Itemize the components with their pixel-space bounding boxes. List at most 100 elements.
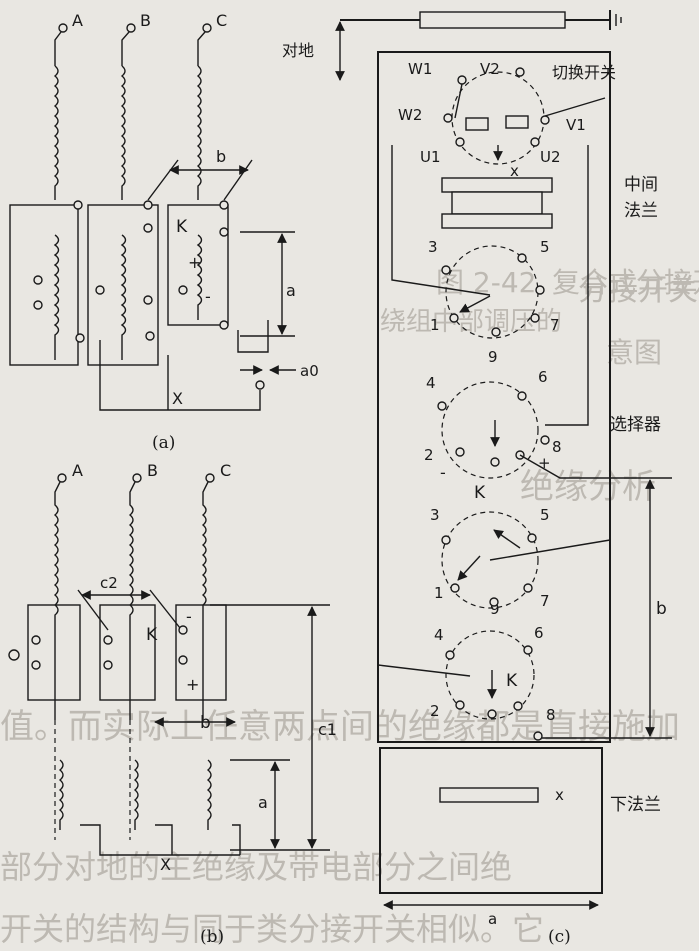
diagram-a: A B C b K	[9, 11, 319, 453]
contact-a-3	[33, 300, 43, 310]
label-dim-a: a	[286, 281, 296, 300]
contact-v1	[540, 115, 550, 125]
s1-c5	[491, 327, 501, 337]
terminal-a-b	[57, 473, 67, 483]
winding-c-upper	[196, 65, 202, 200]
terminal-c	[202, 23, 212, 33]
winding-b-b	[128, 481, 136, 720]
tap-1: 1	[430, 316, 440, 334]
label-dim-b: b	[216, 147, 226, 166]
tap-winding-c	[196, 234, 203, 320]
label-k: K	[176, 217, 188, 237]
tap-1b: 1	[434, 584, 444, 602]
s2-c5	[490, 457, 500, 467]
contact-u1	[455, 137, 465, 147]
tap-5b: 5	[540, 506, 550, 524]
switch-arm-c	[223, 159, 253, 201]
diagram-b: A B C c2 K - + b X	[8, 461, 337, 947]
tap-7: 7	[550, 316, 560, 334]
tap-8: 8	[552, 438, 562, 456]
label-b-b: B	[147, 461, 158, 480]
ghost-line-5: 绝缘分析	[520, 467, 656, 507]
label-dim-c2: c2	[100, 574, 118, 592]
label-k-c1: K	[474, 483, 486, 503]
s2-c1	[437, 401, 447, 411]
tap-9b: 9	[490, 600, 500, 618]
tap-4: 4	[426, 374, 436, 392]
diagram-c: 对地 W1 V2 切换开关 W2 V1 U1 U2 x 中间 法兰 3	[282, 10, 672, 947]
contact-a-2	[33, 275, 43, 285]
s4-c1	[445, 650, 455, 660]
s2-out	[519, 454, 672, 479]
neutral-link-c	[237, 320, 269, 353]
lower-flange-frame	[379, 747, 603, 894]
s3-c5	[523, 583, 533, 593]
s2-c2	[517, 391, 527, 401]
label-dim-c1: c1	[318, 720, 337, 739]
contact-b-b2	[103, 660, 113, 670]
contact-b-a2	[31, 660, 41, 670]
tap-4b: 4	[434, 626, 444, 644]
s4-c5	[513, 701, 523, 711]
label-dim-a-b: a	[258, 793, 268, 812]
label-dim-a-c: a	[488, 910, 497, 928]
s1-c1	[441, 265, 451, 275]
label-changeover: 切换开关	[552, 63, 616, 82]
resistor-1	[465, 117, 489, 131]
label-x-mid: x	[510, 162, 519, 180]
contact-b-3	[143, 223, 153, 233]
ghost-fig-ref: 图 2-42	[436, 266, 536, 299]
contact-b-a1	[31, 635, 41, 645]
label-dim-a0: a0	[300, 362, 319, 380]
contact-b-4	[143, 295, 153, 305]
label-w2: W2	[398, 106, 422, 124]
neutral-bus-b	[80, 824, 240, 856]
contact-c-1	[219, 200, 229, 210]
label-u1: U1	[420, 148, 441, 166]
lead-u1	[391, 145, 491, 296]
winding-a-upper	[53, 65, 59, 200]
terminal-b	[126, 23, 136, 33]
s4-c3	[455, 700, 465, 710]
s3-c2	[527, 533, 537, 543]
label-u2: U2	[540, 148, 561, 166]
s1-c2	[517, 253, 527, 263]
s3-arm-2	[457, 555, 481, 581]
lead-b	[121, 31, 130, 66]
winding-b-upper	[120, 65, 126, 200]
label-minus-b: -	[186, 607, 192, 626]
terminal-c-b	[205, 473, 215, 483]
contact-w2	[443, 113, 453, 123]
label-plus-b: +	[186, 675, 199, 694]
lead-a	[54, 31, 62, 66]
contact-x	[255, 380, 265, 390]
caption-c: (c)	[548, 927, 571, 947]
contact-u2	[530, 137, 540, 147]
tap-3b: 3	[430, 506, 440, 524]
label-neutral: X	[172, 389, 183, 408]
minus-c: -	[440, 463, 446, 482]
tap-9: 9	[488, 348, 498, 366]
contact-a-1	[73, 200, 83, 210]
s1-arm	[459, 295, 491, 313]
label-x-low: x	[555, 786, 564, 804]
label-k-c2: K	[506, 671, 518, 691]
terminal-b-b	[132, 473, 142, 483]
selector-4-circle	[445, 630, 535, 720]
frame-b-b	[99, 604, 156, 701]
label-a-b: A	[72, 461, 83, 480]
label-dim-b-b: b	[200, 713, 211, 733]
tap-winding-c-b	[206, 759, 212, 830]
contact-w1	[457, 75, 467, 85]
selector-2-circle	[441, 381, 539, 479]
outer-frame	[377, 51, 611, 743]
ghost-line-7: 部分对地的主绝缘及带电部分之间绝	[0, 848, 512, 886]
tap-6b: 6	[534, 624, 544, 642]
tap-winding-a-b	[58, 759, 64, 830]
contact-b-2	[95, 285, 105, 295]
switch-arm-b	[147, 159, 179, 201]
label-ground: 对地	[282, 41, 314, 60]
label-c: C	[216, 11, 227, 30]
mid-flange-top	[441, 177, 553, 193]
top-insulator	[419, 11, 566, 29]
